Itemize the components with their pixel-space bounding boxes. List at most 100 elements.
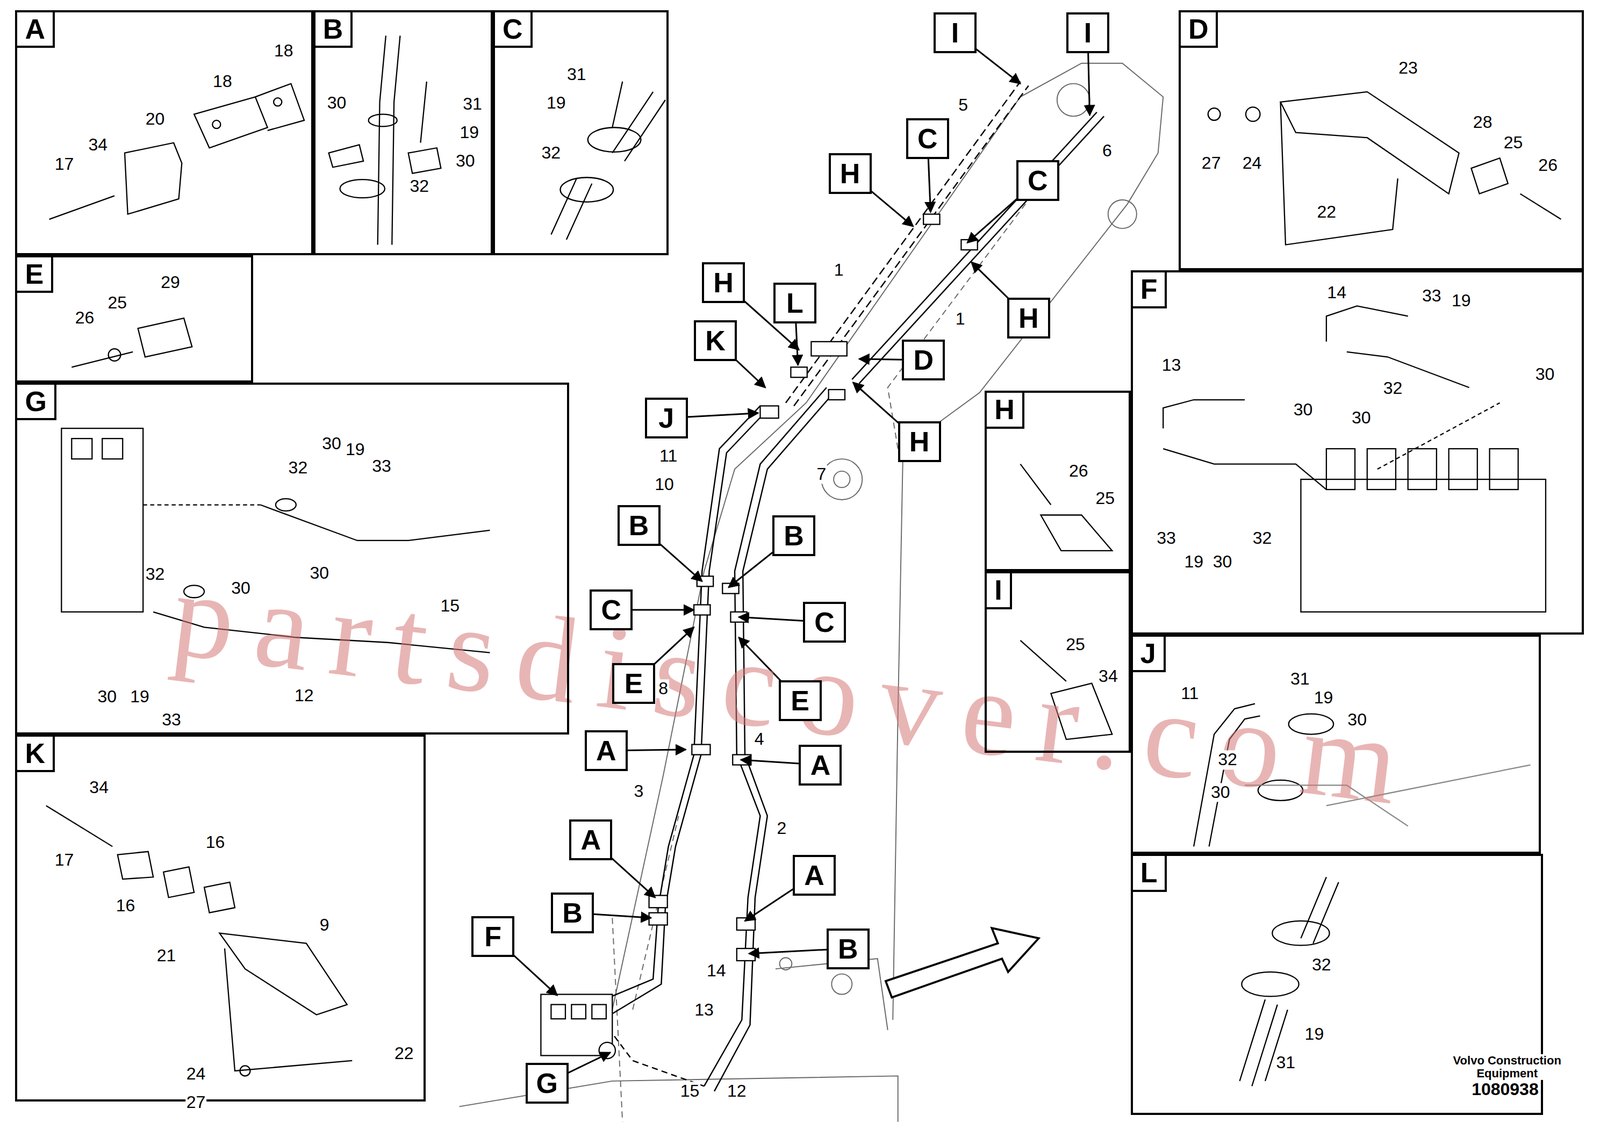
callout-letter: K (705, 326, 726, 355)
callout-number: 25 (106, 293, 129, 313)
callout-box: A (798, 744, 842, 786)
callout-number: 12 (293, 686, 315, 706)
callout-box: J (644, 397, 688, 439)
callout-number: 14 (705, 962, 728, 981)
callout-number: 17 (53, 154, 76, 174)
callout-number: 33 (160, 711, 183, 730)
callout-box: I (933, 12, 977, 54)
callout-number: 11 (658, 446, 679, 466)
callout-number: 25 (1094, 489, 1116, 509)
callout-number: 31 (1274, 1053, 1297, 1073)
callout-number: 1 (833, 261, 845, 281)
callout-letter: I (1084, 18, 1092, 47)
callout-number: 8 (657, 679, 670, 699)
callout-box: H (898, 421, 942, 463)
callout-number: 33 (1155, 529, 1178, 549)
callout-box: G (525, 1063, 569, 1104)
callout-number: 19 (1450, 291, 1473, 311)
callout-box: A (569, 819, 613, 861)
callout-letter: B (837, 935, 859, 964)
detail-tag: B (315, 12, 354, 48)
callout-letter: J (658, 404, 674, 433)
detail-tag: J (1132, 636, 1166, 673)
callout-box: B (617, 505, 661, 547)
callout-number: 32 (287, 458, 310, 478)
callout-number: 19 (128, 687, 151, 707)
callout-letter: A (596, 736, 617, 765)
callout-number: 31 (1289, 670, 1311, 690)
callout-letter: B (628, 511, 650, 540)
callout-number: 30 (308, 563, 330, 583)
detail-tag: I (986, 573, 1012, 609)
callout-letter: A (810, 751, 831, 780)
callout-number: 15 (439, 596, 461, 616)
detail-panel: C (492, 10, 669, 256)
callout-letter: C (814, 608, 835, 637)
callout-number: 30 (326, 93, 348, 113)
callout-box: C (802, 601, 846, 643)
callout-letter: B (783, 521, 805, 550)
detail-panel: A (15, 10, 313, 256)
callout-number: 2 (775, 819, 788, 838)
callout-letter: A (580, 826, 602, 855)
callout-box: A (584, 730, 628, 772)
callout-number: 30 (230, 579, 252, 599)
callout-number: 30 (1350, 409, 1373, 428)
detail-tag: E (17, 257, 54, 293)
callout-number: 25 (1064, 635, 1087, 655)
callout-number: 20 (144, 110, 167, 129)
detail-tag: D (1180, 12, 1219, 48)
callout-letter: H (1018, 304, 1039, 333)
callout-box: E (612, 663, 656, 705)
detail-tag: C (494, 12, 533, 48)
detail-tag: K (17, 736, 55, 773)
callout-number: 27 (1200, 153, 1223, 173)
callout-number: 30 (1534, 364, 1556, 384)
detail-panel: I (984, 571, 1131, 753)
callout-number: 19 (1312, 688, 1335, 708)
drawing-number: 1080938 (1470, 1080, 1540, 1100)
callout-box: D (901, 339, 945, 381)
callout-number: 13 (693, 1000, 715, 1020)
callout-number: 30 (1211, 553, 1234, 572)
callout-number: 28 (1472, 112, 1494, 132)
callout-number: 25 (1502, 133, 1525, 153)
callout-number: 4 (753, 730, 766, 750)
callout-box: F (471, 916, 515, 958)
callout-number: 19 (1303, 1025, 1326, 1045)
callout-number: 33 (370, 456, 393, 476)
callout-box: I (1066, 12, 1110, 54)
detail-tag: A (17, 12, 55, 48)
callout-number: 19 (344, 440, 367, 460)
callout-number: 31 (565, 65, 588, 84)
callout-number: 5 (957, 95, 970, 115)
callout-number: 16 (204, 833, 227, 853)
callout-number: 29 (159, 273, 182, 292)
callout-letter: E (790, 686, 810, 715)
publisher-note: Volvo Construction Equipment (1444, 1054, 1570, 1081)
callout-number: 30 (1346, 711, 1368, 730)
callout-number: 19 (458, 123, 481, 142)
callout-number: 12 (726, 1082, 748, 1102)
callout-box: H (1007, 297, 1051, 339)
callout-number: 18 (211, 72, 234, 91)
callout-number: 32 (1310, 955, 1333, 975)
callout-number: 26 (74, 309, 96, 328)
callout-number: 33 (1421, 286, 1443, 306)
callout-number: 17 (53, 850, 76, 870)
callout-number: 9 (318, 915, 331, 935)
callout-number: 32 (409, 177, 431, 197)
callout-box: B (826, 928, 870, 970)
detail-panel: K (15, 734, 426, 1102)
detail-panel: E (15, 255, 253, 383)
callout-number: 21 (155, 946, 178, 966)
callout-box: C (906, 118, 950, 160)
callout-box: H (828, 153, 872, 195)
callout-letter: F (484, 922, 502, 951)
detail-tag: F (1132, 272, 1168, 308)
callout-number: 34 (87, 135, 109, 155)
callout-letter: D (913, 346, 934, 375)
callout-number: 22 (393, 1044, 415, 1064)
detail-panel: F (1130, 270, 1584, 635)
